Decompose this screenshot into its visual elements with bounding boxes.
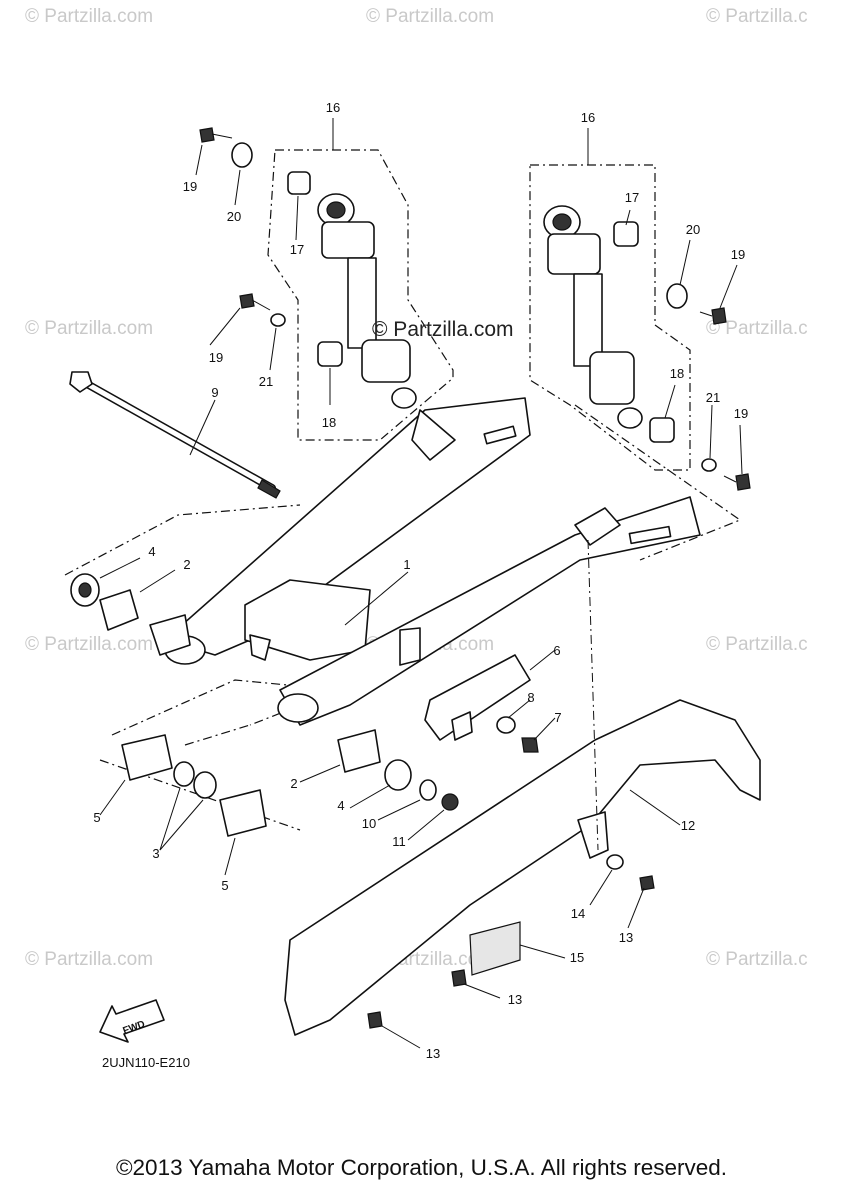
right-shock-absorber (543, 205, 643, 429)
callout-8: 8 (527, 690, 534, 705)
callout-15: 15 (570, 950, 584, 965)
bolts (199, 127, 751, 1029)
callout-7: 7 (554, 710, 561, 725)
callout-11: 11 (392, 834, 406, 849)
watermark: © Partzilla.com (25, 949, 153, 970)
fwd-arrow-icon: FWD (99, 999, 165, 1043)
callout-16: 16 (581, 110, 595, 125)
callout-19: 19 (183, 179, 197, 194)
watermark: © Partzilla.c (706, 949, 808, 970)
callout-2: 2 (290, 776, 297, 791)
diagram-code: 2UJN110-E210 (102, 1055, 190, 1070)
callout-19: 19 (731, 247, 745, 262)
callout-20: 20 (227, 209, 241, 224)
callout-13: 13 (508, 992, 522, 1007)
chain-case (284, 699, 761, 1036)
swingarm-right-pivot (277, 693, 319, 723)
leader-lines (99, 118, 743, 1049)
lower-spacer-box (99, 724, 301, 831)
callout-17: 17 (290, 242, 304, 257)
callout-5: 5 (93, 810, 100, 825)
left-pivot-box (64, 504, 301, 576)
watermark: © Partzilla.com (25, 634, 153, 655)
callout-10: 10 (362, 816, 376, 831)
watermark: © Partzilla.com (25, 6, 153, 27)
callout-4: 4 (148, 544, 155, 559)
callout-9: 9 (211, 385, 218, 400)
callout-1: 1 (403, 557, 410, 572)
callout-21: 21 (706, 390, 720, 405)
copyright-notice: ©2013 Yamaha Motor Corporation, U.S.A. A… (115, 1155, 728, 1180)
pivot-shaft (69, 371, 281, 499)
callout-13: 13 (619, 930, 633, 945)
callout-2: 2 (183, 557, 190, 572)
callout-13: 13 (426, 1046, 440, 1061)
label-decal (469, 921, 521, 976)
bushings (70, 142, 717, 870)
callout-12: 12 (681, 818, 695, 833)
right-mount-box (574, 404, 742, 561)
callout-3: 3 (152, 846, 159, 861)
right-shock-group-box (529, 164, 691, 471)
callout-19: 19 (209, 350, 223, 365)
callout-21: 21 (259, 374, 273, 389)
callout-5: 5 (221, 878, 228, 893)
watermark: © Partzilla.com (25, 318, 153, 339)
callout-18: 18 (670, 366, 684, 381)
left-shock-group-box (267, 149, 454, 441)
left-shock-absorber (317, 193, 417, 409)
swingarm (164, 397, 701, 726)
callout-20: 20 (686, 222, 700, 237)
watermark: © Partzilla.c (706, 318, 808, 339)
watermark: © Partzilla.c (706, 634, 808, 655)
watermark: © Partzilla.c (706, 6, 808, 27)
callout-17: 17 (625, 190, 639, 205)
callout-4: 4 (337, 798, 344, 813)
callout-14: 14 (571, 906, 585, 921)
callout-19: 19 (734, 406, 748, 421)
watermark: © Partzilla.com (366, 6, 494, 27)
center-watermark: © Partzilla.com (372, 318, 514, 341)
callout-16: 16 (326, 100, 340, 115)
callout-18: 18 (322, 415, 336, 430)
callouts: 1 2 2 3 4 4 5 5 6 7 8 9 10 11 12 13 13 1… (93, 100, 748, 1061)
callout-6: 6 (553, 643, 560, 658)
